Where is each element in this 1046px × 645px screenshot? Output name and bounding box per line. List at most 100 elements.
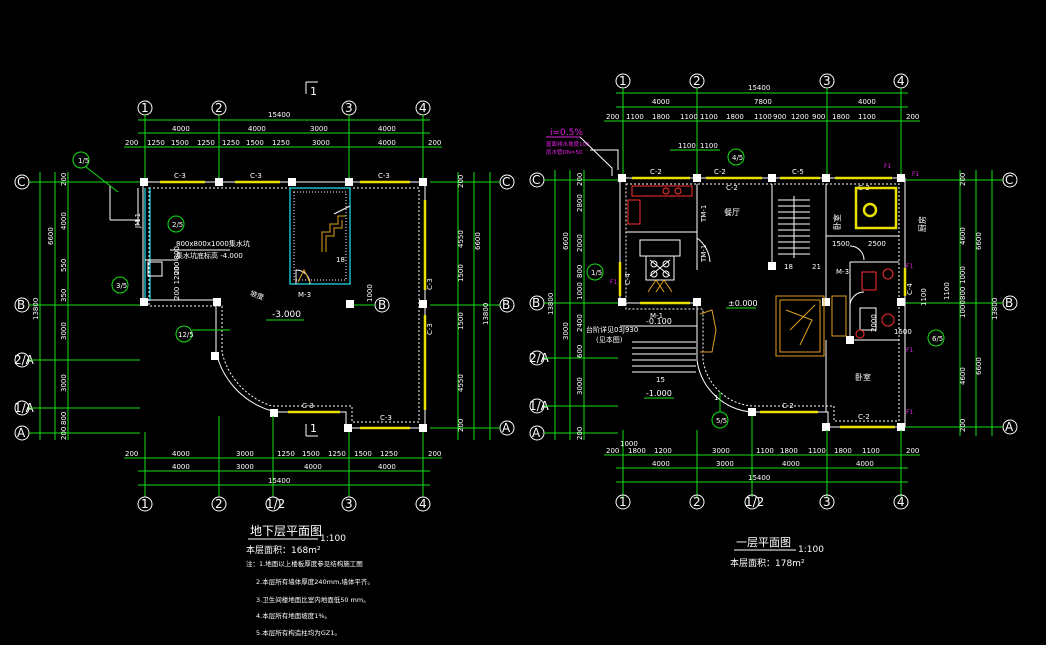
svg-text:1250: 1250 bbox=[277, 450, 295, 458]
svg-text:1250: 1250 bbox=[328, 450, 346, 458]
svg-text:15400: 15400 bbox=[748, 84, 770, 92]
detail-callout[interactable] bbox=[111, 276, 129, 294]
furniture bbox=[647, 279, 847, 357]
detail-callout[interactable] bbox=[586, 263, 604, 281]
svg-text:1500: 1500 bbox=[457, 264, 465, 282]
svg-text:4600: 4600 bbox=[959, 227, 967, 245]
svg-text:900: 900 bbox=[773, 113, 786, 121]
svg-text:1800: 1800 bbox=[652, 113, 670, 121]
detail-callout[interactable] bbox=[727, 148, 745, 166]
svg-text:1100: 1100 bbox=[700, 142, 718, 150]
column bbox=[215, 178, 223, 186]
doors: TM-1 TM-1 M-1 M-3 bbox=[650, 205, 865, 320]
column bbox=[897, 423, 905, 431]
column bbox=[822, 423, 830, 431]
svg-text:4000: 4000 bbox=[782, 460, 800, 468]
svg-text:1000: 1000 bbox=[576, 282, 584, 300]
axis-label: 1 bbox=[141, 101, 149, 115]
window-label: C-2 bbox=[650, 168, 662, 176]
room-kitchen: 厨房 bbox=[917, 216, 927, 232]
bottom-dimensions: 1000 200 1800 1200 3000 1100 1800 1100 1… bbox=[604, 416, 920, 510]
svg-text:1: 1 bbox=[141, 497, 149, 511]
svg-text:3000: 3000 bbox=[716, 460, 734, 468]
detail-callout[interactable] bbox=[72, 151, 90, 169]
svg-text:13800: 13800 bbox=[547, 293, 555, 315]
svg-text:2800: 2800 bbox=[576, 194, 584, 212]
svg-text:4/5: 4/5 bbox=[732, 154, 743, 162]
column bbox=[768, 262, 776, 270]
svg-text:15400: 15400 bbox=[268, 477, 290, 485]
fixtures bbox=[627, 185, 898, 339]
svg-text:屋面排水坡度100: 屋面排水坡度100 bbox=[546, 140, 590, 148]
door-label: M-3 bbox=[298, 291, 311, 299]
svg-text:4000: 4000 bbox=[652, 98, 670, 106]
note-line: 3.卫生间楼地面比室内地面低50 mm。 bbox=[256, 595, 370, 604]
ground-floor-plan: 1 2 3 4 15400 4000 7800 4000 200 1100 18… bbox=[529, 73, 1018, 569]
column bbox=[897, 174, 905, 182]
svg-text:800: 800 bbox=[60, 412, 68, 425]
window-label: C-3 bbox=[378, 172, 390, 180]
svg-text:3000: 3000 bbox=[712, 447, 730, 455]
ground-title-block: 一层平面图 1:100 本层面积：178m² bbox=[730, 536, 824, 569]
column bbox=[213, 298, 221, 306]
detail-callout[interactable] bbox=[927, 329, 945, 347]
stair-label: 18 bbox=[784, 263, 793, 271]
svg-text:1/2: 1/2 bbox=[745, 495, 764, 509]
column bbox=[211, 352, 219, 360]
svg-text:350: 350 bbox=[60, 289, 68, 302]
plan-area: 本层面积：168m² bbox=[246, 544, 321, 556]
basement-walls bbox=[140, 178, 427, 432]
right-axis-bubbles: C B A 200 4600 1000 800 1000 1100 4600 2… bbox=[905, 170, 1018, 436]
svg-text:1/2: 1/2 bbox=[266, 497, 285, 511]
svg-text:4000: 4000 bbox=[858, 98, 876, 106]
plan-title: 地下层平面图 bbox=[250, 524, 322, 538]
svg-text:1100: 1100 bbox=[680, 113, 698, 121]
svg-text:C: C bbox=[532, 173, 540, 187]
detail-callout[interactable] bbox=[167, 215, 185, 233]
svg-text:4600: 4600 bbox=[959, 367, 967, 385]
window-label: C-4 bbox=[906, 283, 914, 295]
door-label: M-3 bbox=[836, 268, 849, 276]
column bbox=[748, 408, 756, 416]
svg-text:200: 200 bbox=[959, 419, 967, 432]
svg-text:4000: 4000 bbox=[172, 463, 190, 471]
door-label: M-1 bbox=[650, 312, 663, 320]
svg-text:550: 550 bbox=[60, 259, 68, 272]
ground-annotations: ±0.000 -0.100 -1.000 台阶详见03J930 (见本图) 15… bbox=[586, 148, 945, 429]
right-axis-bubbles: C B A 200 4550 1500 1500 4550 200 6600 1… bbox=[430, 172, 515, 440]
column bbox=[140, 178, 148, 186]
column bbox=[846, 336, 854, 344]
top-axis-bubbles: 1 2 3 4 15400 4000 7800 4000 200 1100 18… bbox=[604, 73, 920, 175]
room-labels: 餐厅 卧室 卧室 厨房 bbox=[724, 208, 927, 382]
svg-text:4550: 4550 bbox=[457, 230, 465, 248]
svg-text:F1: F1 bbox=[884, 163, 891, 170]
dim-text: 1250 bbox=[272, 139, 290, 147]
note-line: 4.本层所有地面坡度1%。 bbox=[256, 611, 331, 620]
top-dimensions: 15400 4000 4000 3000 4000 200 1250 1500 … bbox=[124, 111, 442, 148]
svg-text:1100: 1100 bbox=[808, 447, 826, 455]
svg-text:1800: 1800 bbox=[834, 447, 852, 455]
svg-text:200: 200 bbox=[428, 450, 441, 458]
svg-text:B: B bbox=[378, 298, 386, 312]
svg-text:B: B bbox=[17, 298, 25, 312]
flue-marks: F1 F1 F1 F1 F1 F1 bbox=[610, 163, 919, 416]
detail-callout[interactable] bbox=[175, 325, 193, 343]
svg-text:F1: F1 bbox=[906, 347, 913, 354]
svg-text:3000: 3000 bbox=[60, 374, 68, 392]
column bbox=[618, 298, 626, 306]
note-line: 注：1.地面以上楼板厚度参见结构施工图 bbox=[246, 559, 363, 568]
window-label: C-2 bbox=[714, 168, 726, 176]
window-label: C-3 bbox=[174, 172, 186, 180]
column bbox=[346, 300, 354, 308]
svg-text:1200: 1200 bbox=[791, 113, 809, 121]
top-total-dim: 15400 bbox=[268, 111, 290, 119]
svg-text:2/5: 2/5 bbox=[172, 221, 183, 229]
svg-text:200 1200: 200 1200 bbox=[173, 267, 181, 300]
left-axis-bubbles: C B 2/A 1/A A 13800 6600 200 2800 2000 8… bbox=[529, 170, 618, 441]
svg-text:1500: 1500 bbox=[894, 328, 912, 336]
window-label: C-2 bbox=[726, 184, 738, 192]
svg-text:200: 200 bbox=[457, 419, 465, 432]
svg-text:4: 4 bbox=[419, 497, 427, 511]
column bbox=[693, 174, 701, 182]
